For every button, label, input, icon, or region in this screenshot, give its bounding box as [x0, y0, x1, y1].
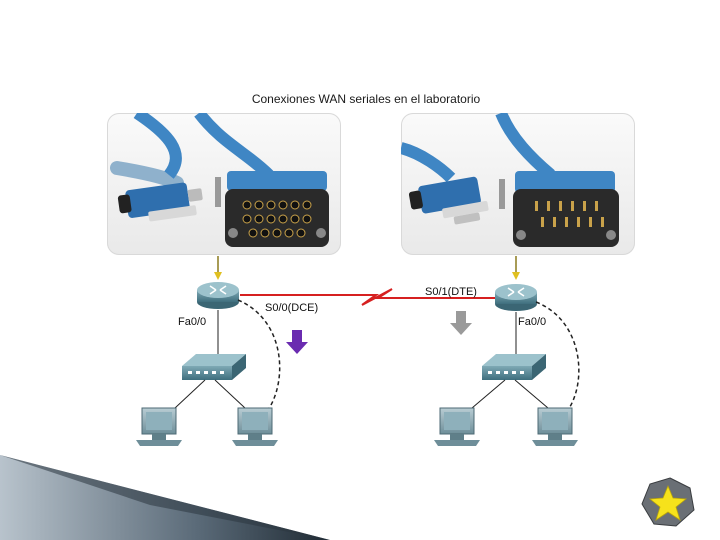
- star-icon[interactable]: [641, 477, 695, 527]
- right-router-icon: [495, 284, 537, 311]
- dte-cable-photo: [401, 113, 635, 255]
- pc-icon: [232, 407, 278, 446]
- left-router-lan-port-label: Fa0/0: [178, 316, 207, 328]
- pc-icon: [532, 407, 578, 446]
- left-photo-pointer-arrow: [214, 256, 222, 280]
- left-router-icon: [197, 282, 239, 309]
- pc-icon: [136, 407, 182, 446]
- left-switch-icon: [182, 354, 246, 380]
- left-router-serial-port-label: S0/0(DCE): [265, 302, 319, 314]
- right-router-lan-port-label: Fa0/0: [518, 316, 547, 328]
- serial-link: [240, 288, 496, 306]
- dte-down-arrow: [450, 311, 472, 335]
- right-photo-pointer-arrow: [512, 256, 520, 280]
- right-router-serial-port-label: S0/1(DTE): [425, 286, 477, 298]
- right-switch-icon: [482, 354, 546, 380]
- dce-cable-photo: [107, 113, 341, 255]
- dce-down-arrow: [286, 330, 308, 354]
- slide-title: Conexiones WAN seriales en el laboratori…: [251, 92, 481, 106]
- pc-icon: [434, 407, 480, 446]
